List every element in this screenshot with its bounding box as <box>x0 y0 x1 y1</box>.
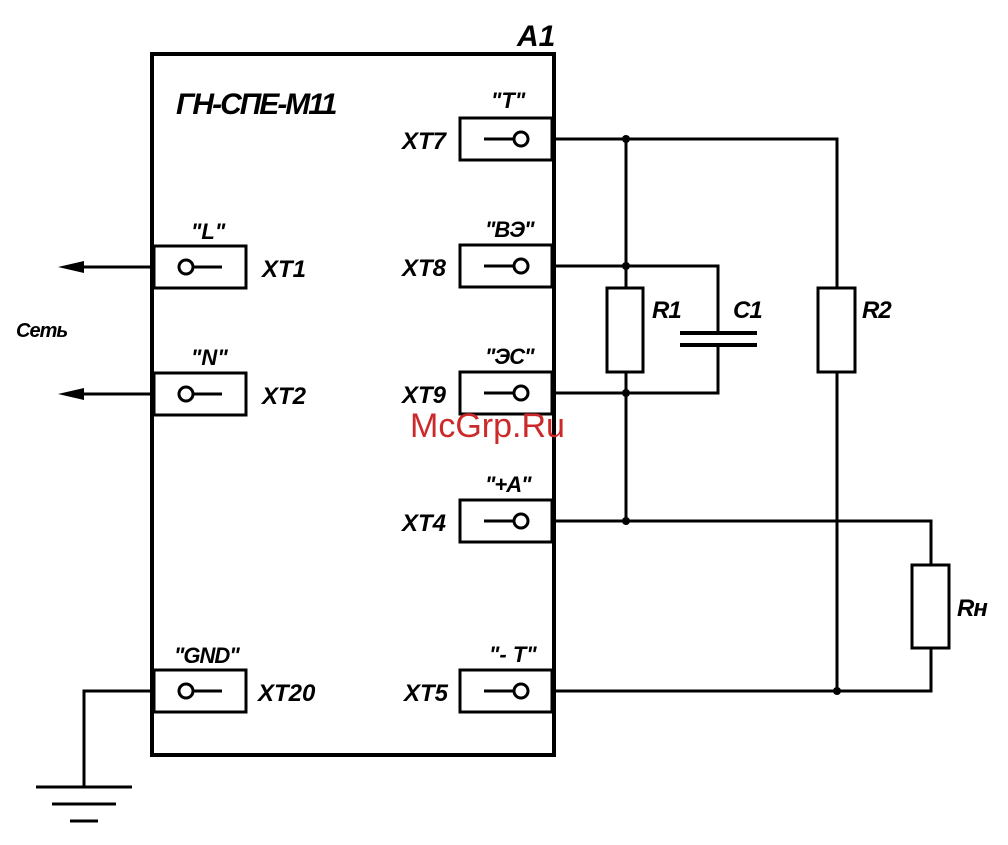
junction-dot <box>622 517 630 525</box>
terminal-xt9: "ЭС" XT9 <box>400 344 552 414</box>
capacitor-c1: C1 <box>680 297 762 345</box>
resistor-r1: R1 <box>607 288 681 372</box>
resistor-r1-label: R1 <box>652 297 681 324</box>
resistor-r2-label: R2 <box>862 297 892 324</box>
module-model: ГН-СПЕ-М11 <box>176 88 337 121</box>
terminal-xt4-signal: "+А" <box>485 472 532 497</box>
terminal-xt7-label: XT7 <box>400 128 448 155</box>
terminal-xt8-signal: "ВЭ" <box>485 217 535 242</box>
resistor-rn: Rн <box>912 565 988 648</box>
terminal-xt1-signal: "L" <box>191 219 226 244</box>
terminal-xt20: "GND" XT20 <box>154 643 316 712</box>
watermark: McGrp.Ru <box>410 407 565 445</box>
junction-dot <box>833 687 841 695</box>
ground-icon <box>36 691 154 821</box>
wire-xt5 <box>552 648 931 691</box>
terminal-xt7-signal: "T" <box>491 88 526 113</box>
capacitor-c1-label: C1 <box>733 297 762 324</box>
terminal-xt20-label: XT20 <box>256 680 316 707</box>
terminal-xt4-label: XT4 <box>400 510 446 537</box>
terminal-xt2-label: XT2 <box>260 383 307 410</box>
terminal-xt5: "- Т" XT5 <box>402 642 552 712</box>
terminal-xt1-label: XT1 <box>260 256 306 283</box>
arrow-left-icon <box>58 261 84 273</box>
terminal-xt2-signal: "N" <box>191 345 228 370</box>
terminal-xt8: "ВЭ" XT8 <box>400 217 552 287</box>
module-designator: A1 <box>516 20 555 53</box>
terminal-xt9-signal: "ЭС" <box>485 344 535 369</box>
arrow-left-icon <box>58 388 84 400</box>
wire-xt4 <box>552 521 931 565</box>
terminal-xt7: "T" XT7 <box>400 88 552 160</box>
terminal-xt1: "L" XT1 <box>154 219 306 288</box>
resistor-r2: R2 <box>818 288 892 372</box>
network-label: Сеть <box>16 320 67 342</box>
terminal-xt9-label: XT9 <box>400 382 447 409</box>
resistor-rn-label: Rн <box>957 595 988 622</box>
terminal-xt8-label: XT8 <box>400 255 447 282</box>
junction-dot <box>622 135 630 143</box>
terminal-xt4: "+А" XT4 <box>400 472 552 542</box>
terminal-xt5-signal: "- Т" <box>489 642 537 667</box>
junction-dot <box>622 389 630 397</box>
terminal-xt2: "N" XT2 <box>154 345 307 415</box>
terminal-xt5-label: XT5 <box>402 680 449 707</box>
terminal-xt20-signal: "GND" <box>174 643 240 668</box>
junction-dot <box>622 262 630 270</box>
